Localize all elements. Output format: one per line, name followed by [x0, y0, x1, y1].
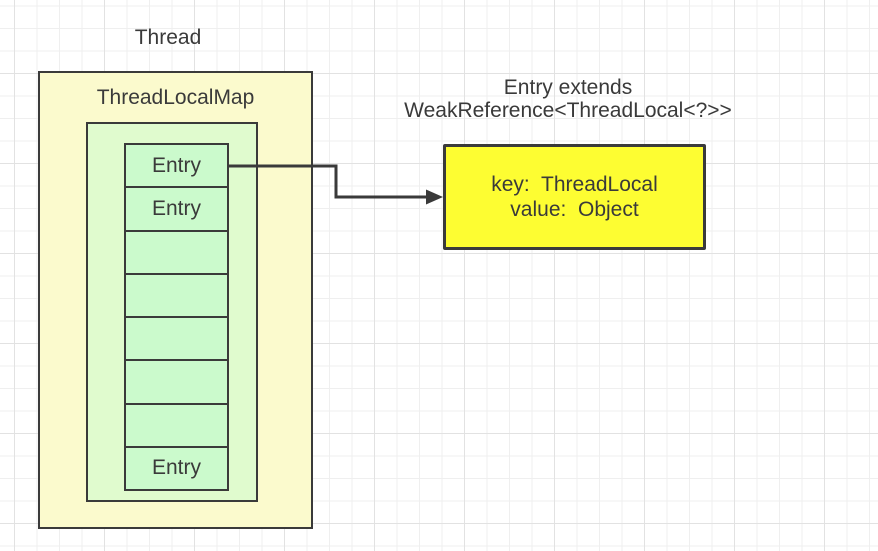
entry-detail-box[interactable]: key: ThreadLocal value: Object: [443, 144, 706, 250]
entry-cell-6[interactable]: [126, 402, 227, 446]
entry-stack[interactable]: Entry Entry Entry: [124, 143, 229, 491]
thread-label: Thread: [134, 26, 202, 49]
entry-cell-1[interactable]: Entry: [126, 186, 227, 229]
entry-key-line: key: ThreadLocal: [491, 173, 658, 196]
entry-cell-2[interactable]: [126, 229, 227, 273]
annotation-line-2: WeakReference<ThreadLocal<?>>: [404, 99, 732, 122]
entry-cell-5[interactable]: [126, 359, 227, 402]
arrowhead-icon: [426, 189, 443, 205]
entry-cell-3[interactable]: [126, 272, 227, 316]
entry-cell-4[interactable]: [126, 316, 227, 359]
entry-cell-7[interactable]: Entry: [126, 445, 227, 489]
threadlocalmap-title: ThreadLocalMap: [96, 86, 255, 109]
annotation-line-1: Entry extends: [503, 76, 633, 99]
annotation-entry-extends: Entry extends WeakReference<ThreadLocal<…: [400, 76, 736, 122]
entry-cell-0[interactable]: Entry: [151, 153, 201, 177]
entry-value-line: value: Object: [510, 198, 639, 221]
reference-arrow[interactable]: [228, 158, 444, 208]
arrow-line: [228, 164, 429, 199]
